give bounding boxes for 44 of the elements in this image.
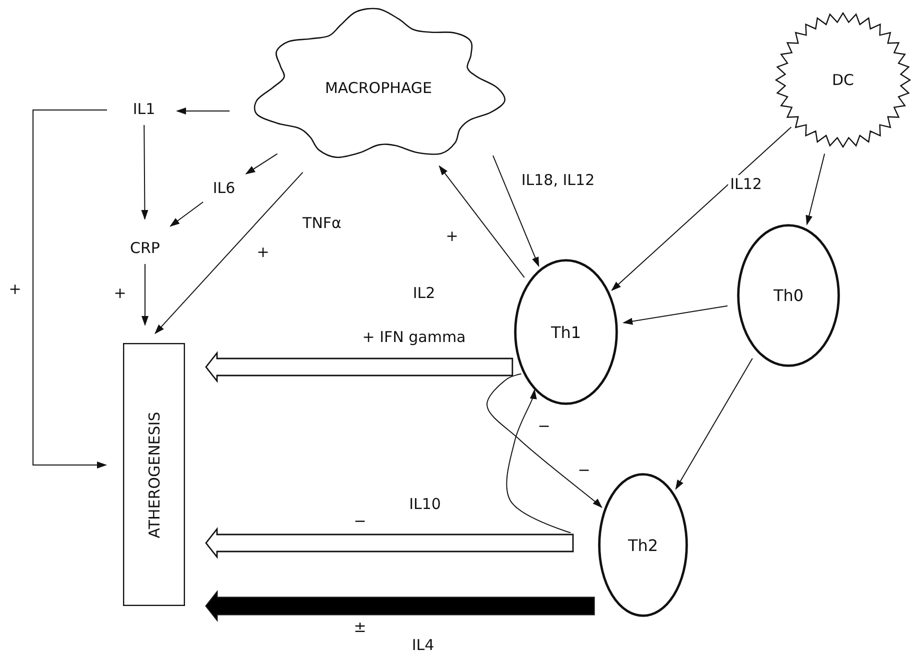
block-arrow xyxy=(205,350,514,384)
sign-label: ± xyxy=(354,618,366,636)
arrow xyxy=(611,126,792,291)
arrow xyxy=(245,153,278,174)
ellipse-node xyxy=(598,473,688,617)
arrow xyxy=(438,165,525,278)
ellipse-node xyxy=(737,224,840,367)
box-label: ATHEROGENESIS xyxy=(145,411,163,538)
sign-label: + xyxy=(8,280,22,298)
arrow xyxy=(141,124,148,220)
cell-label: DC xyxy=(832,71,854,89)
sign-label: − xyxy=(354,512,366,530)
cell-label: MACROPHAGE xyxy=(324,78,432,96)
arrow xyxy=(32,110,108,468)
ellipse-node xyxy=(514,259,618,405)
arrow xyxy=(170,201,204,227)
arrow xyxy=(142,264,148,326)
arrow xyxy=(506,389,572,533)
sign-label: IL4 xyxy=(412,636,434,654)
sign-label: + xyxy=(446,227,458,245)
sign-label: IL10 xyxy=(409,495,441,513)
sign-label: IL2 xyxy=(412,284,436,302)
arrow xyxy=(176,108,230,114)
arrow xyxy=(675,358,753,490)
block-arrow xyxy=(205,526,574,560)
sign-label: − xyxy=(578,461,590,479)
cell-label: Th0 xyxy=(773,286,804,305)
sign-label: + xyxy=(256,243,270,261)
arrow xyxy=(622,305,728,325)
arrow xyxy=(154,172,304,334)
cytokine-label: IL6 xyxy=(207,177,241,199)
sign-label: − xyxy=(538,417,550,435)
sign-label: + IFN gamma xyxy=(362,328,466,346)
arrow xyxy=(806,153,826,226)
block-arrow xyxy=(205,590,595,622)
starburst-node xyxy=(775,12,911,148)
cell-label: Th1 xyxy=(550,322,582,342)
sign-label: + xyxy=(114,284,126,302)
arrow xyxy=(492,155,540,268)
cytokine-label: CRP xyxy=(124,238,166,258)
cell-label: Th2 xyxy=(628,536,658,554)
arrow xyxy=(486,373,602,508)
process-box xyxy=(123,343,185,606)
cytokine-label: IL1 xyxy=(125,98,163,120)
